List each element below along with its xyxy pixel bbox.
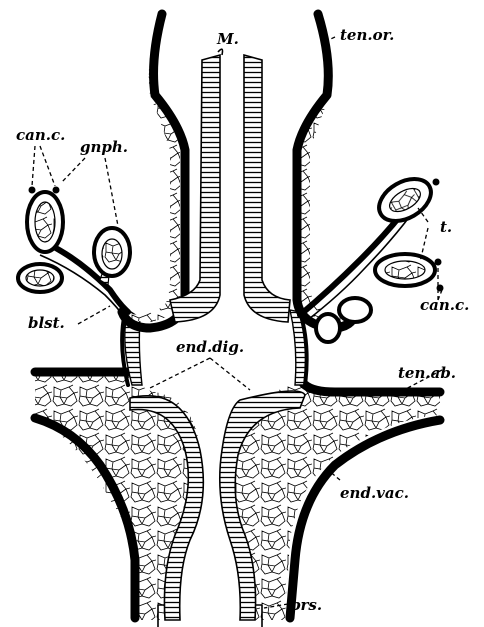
tentacle-bud-right-3 — [316, 298, 371, 342]
label-gonophore: gnph. — [80, 138, 128, 156]
label-tentacle-bud: t. — [440, 218, 452, 236]
label-endoderm-digestive: end.dig. — [176, 338, 244, 356]
gonophore-left-2 — [94, 228, 130, 276]
gonophore-left-1 — [27, 192, 63, 252]
label-canal-right: can.c. — [420, 296, 469, 314]
gonophore-left-3 — [18, 264, 62, 292]
label-aboral-tentacle: ten.ab. — [398, 364, 456, 382]
polyp-left — [122, 14, 223, 328]
tentacle-bud-right-2 — [375, 254, 435, 286]
tentacle-bud-right-1 — [372, 170, 438, 229]
label-endoderm-vacuolated: end.vac. — [340, 484, 409, 502]
label-canal-left: can.c. — [16, 126, 65, 144]
label-oral-tentacle: ten.or. — [340, 26, 394, 44]
label-perisarc: prs. — [290, 596, 322, 614]
label-mouth: M. — [216, 30, 239, 48]
label-blastostyle: blst. — [28, 314, 65, 332]
